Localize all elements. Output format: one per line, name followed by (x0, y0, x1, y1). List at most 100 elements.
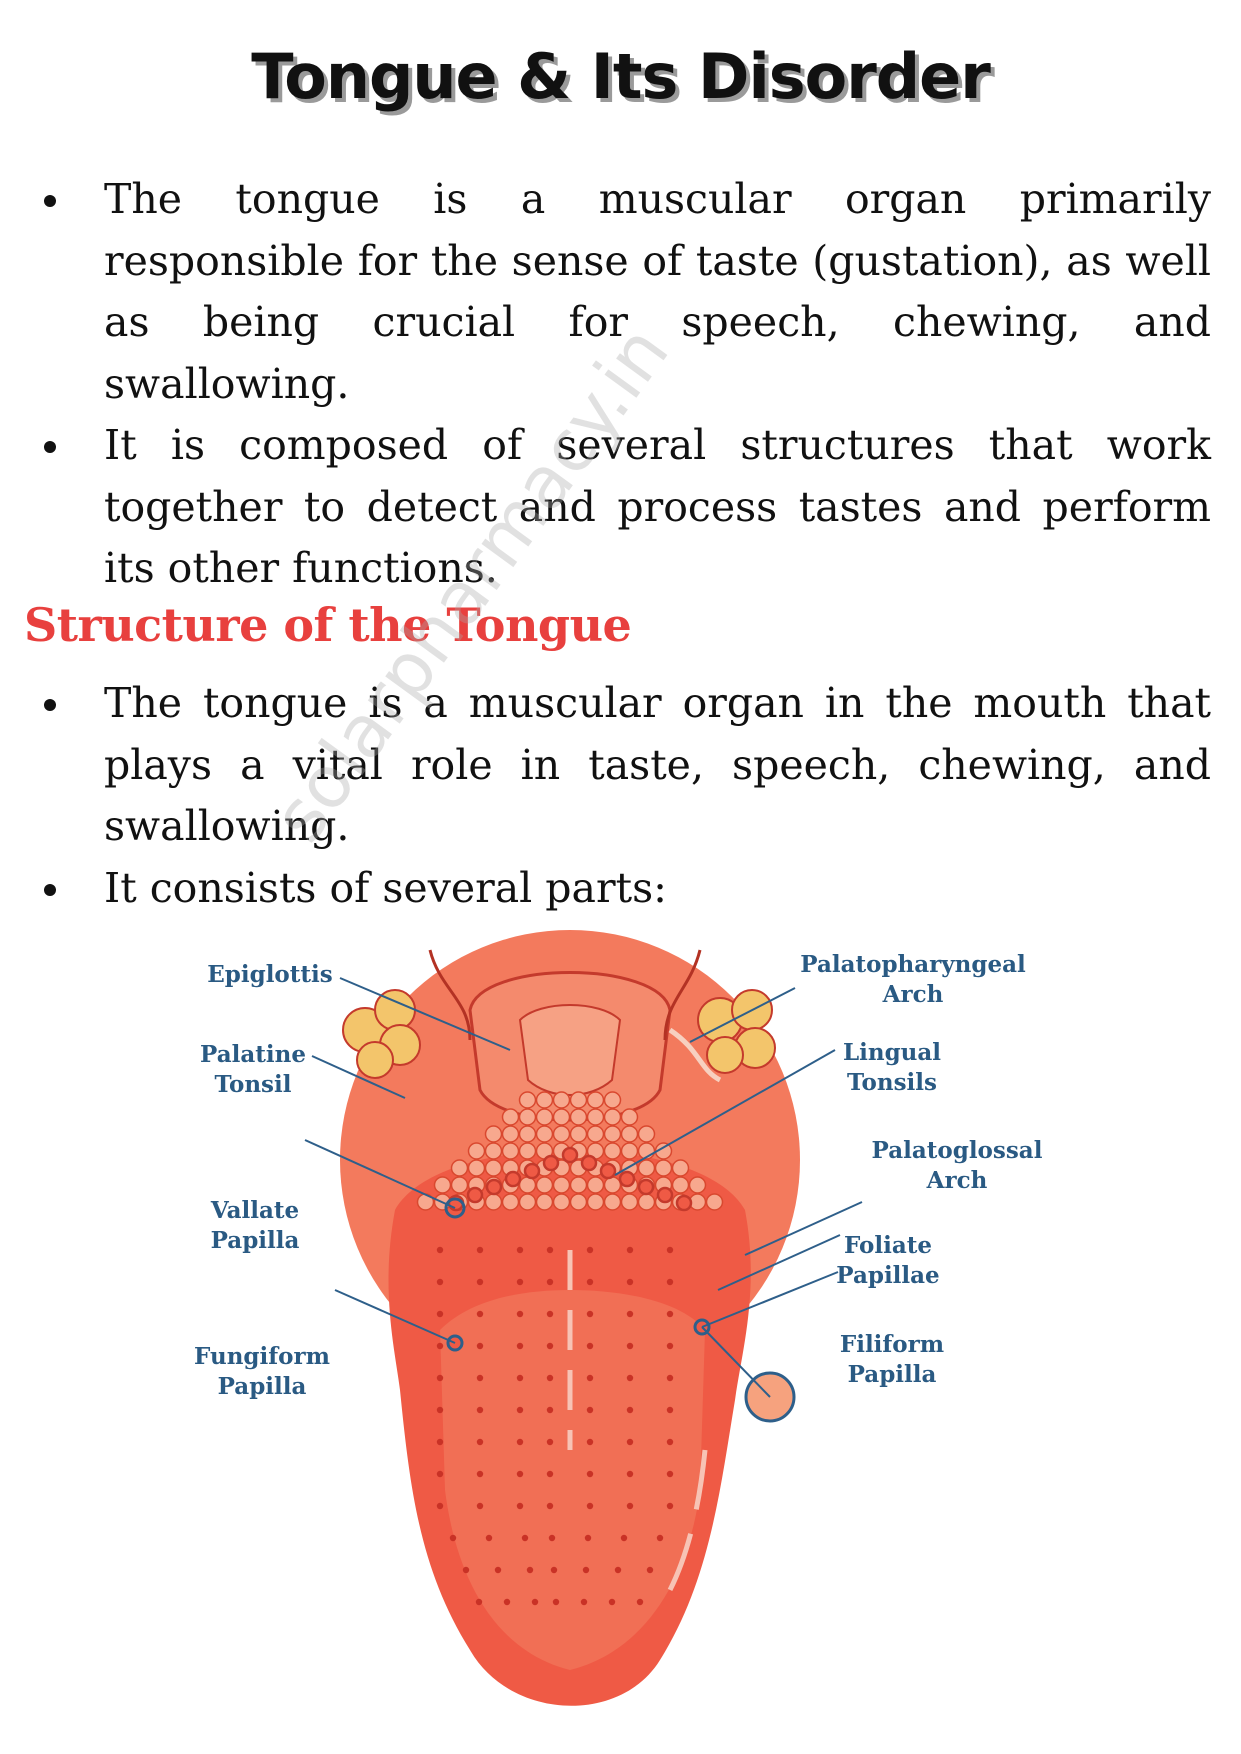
intro-bullet-list: The tongue is a muscular organ primarily… (0, 169, 1241, 600)
fungiform-dot (436, 1310, 444, 1318)
fungiform-dot (626, 1438, 634, 1446)
fungiform-dot (626, 1310, 634, 1318)
label-lingual-line1: Lingual (843, 1039, 941, 1066)
palatine-tonsil-right (697, 989, 776, 1074)
lingual-bump (620, 1125, 639, 1143)
fungiform-dot (546, 1246, 554, 1254)
vallate-papilla (580, 1154, 598, 1172)
list-item: The tongue is a muscular organ in the mo… (0, 673, 1241, 858)
fungiform-dot (494, 1566, 502, 1574)
lingual-bump (467, 1159, 486, 1177)
lingual-bump (586, 1176, 605, 1194)
vallate-papilla (466, 1186, 484, 1204)
fungiform-dot (436, 1470, 444, 1478)
fungiform-dot (586, 1470, 594, 1478)
label-foliate-line1: Foliate (844, 1232, 932, 1259)
fungiform-dot (546, 1342, 554, 1350)
lingual-bump (620, 1108, 639, 1126)
vallate-papilla (637, 1178, 655, 1196)
fungiform-dot (546, 1374, 554, 1382)
lingual-bump (586, 1125, 605, 1143)
filiform-leader (701, 1271, 839, 1328)
lingual-bump (518, 1091, 537, 1109)
vallate-papilla (523, 1162, 541, 1180)
fungiform-dot (485, 1534, 493, 1542)
fungiform-dot (546, 1470, 554, 1478)
lingual-bump (518, 1125, 537, 1143)
fungiform-dot (516, 1342, 524, 1350)
fungiform-dot (476, 1406, 484, 1414)
lingual-bump (535, 1091, 554, 1109)
lingual-bump (467, 1142, 486, 1160)
lingual-bump (671, 1159, 690, 1177)
lingual-bump (484, 1125, 503, 1143)
lingual-bump (603, 1142, 622, 1160)
lingual-bump (518, 1108, 537, 1126)
fungiform-dot (586, 1310, 594, 1318)
lingual-bump (535, 1108, 554, 1126)
palatopharyngeal-leader (689, 987, 796, 1043)
label-filiform-line1: Filiform (840, 1331, 944, 1358)
fungiform-dot (666, 1278, 674, 1286)
lingual-bump (552, 1091, 571, 1109)
lingual-bump (569, 1108, 588, 1126)
label-palatine-line1: Palatine (200, 1041, 306, 1068)
fungiform-dot (516, 1438, 524, 1446)
fungiform-dot (462, 1566, 470, 1574)
arch-right-line (663, 949, 702, 1041)
label-filiform-line2: Papilla (848, 1361, 937, 1388)
foliate-leader (717, 1234, 841, 1291)
fungiform-dot (666, 1438, 674, 1446)
fungiform-dot (666, 1310, 674, 1318)
lingual-bump (484, 1142, 503, 1160)
fungiform-dot (626, 1374, 634, 1382)
fungiform-dot (436, 1342, 444, 1350)
vallate-papilla (504, 1170, 522, 1188)
label-palatopharyngeal-line1: Palatopharyngeal (800, 951, 1026, 978)
lingual-bump (501, 1125, 520, 1143)
label-fungiform-line2: Papilla (218, 1373, 307, 1400)
fungiform-dot (626, 1342, 634, 1350)
fungiform-dot (620, 1534, 628, 1542)
fungiform-dot (476, 1438, 484, 1446)
lingual-bump (450, 1176, 469, 1194)
fungiform-dot (516, 1246, 524, 1254)
lingual-bump (535, 1125, 554, 1143)
fungiform-dot (552, 1598, 560, 1606)
fungiform-dots (436, 1246, 674, 1606)
lingual-bump (620, 1142, 639, 1160)
lingual-bump (654, 1159, 673, 1177)
label-palatine-line2: Tonsil (215, 1071, 292, 1098)
lingual-bump (569, 1091, 588, 1109)
bullet-icon (44, 441, 56, 453)
lingual-bump (586, 1108, 605, 1126)
arch-left-line (428, 949, 472, 1041)
bullet-text: It is composed of several structures tha… (104, 421, 1211, 592)
label-vallate-line1: Vallate (210, 1197, 299, 1224)
label-palatopharyngeal-line2: Arch (882, 981, 944, 1008)
fungiform-dot (586, 1278, 594, 1286)
vallate-papilla (618, 1170, 636, 1188)
fungiform-dot (436, 1438, 444, 1446)
fungiform-dot (586, 1246, 594, 1254)
fungiform-dot (586, 1502, 594, 1510)
page-title: Tongue & Its Disorder (251, 40, 991, 113)
fungiform-dot (580, 1598, 588, 1606)
label-foliate-line2: Papillae (836, 1262, 939, 1289)
fungiform-dot (516, 1470, 524, 1478)
fungiform-dot (526, 1566, 534, 1574)
fungiform-dot (626, 1502, 634, 1510)
fungiform-dot (626, 1470, 634, 1478)
lingual-bump (552, 1193, 571, 1211)
fungiform-dot (584, 1534, 592, 1542)
bullet-icon (44, 699, 56, 711)
lingual-bump (484, 1159, 503, 1177)
bullet-icon (44, 195, 56, 207)
filiform-magnifier-leader (701, 1326, 771, 1398)
lingual-bump (671, 1176, 690, 1194)
fungiform-dot (546, 1438, 554, 1446)
fungiform-dot (636, 1598, 644, 1606)
lingual-bump (501, 1193, 520, 1211)
lingual-bump (603, 1193, 622, 1211)
fungiform-dot (586, 1374, 594, 1382)
